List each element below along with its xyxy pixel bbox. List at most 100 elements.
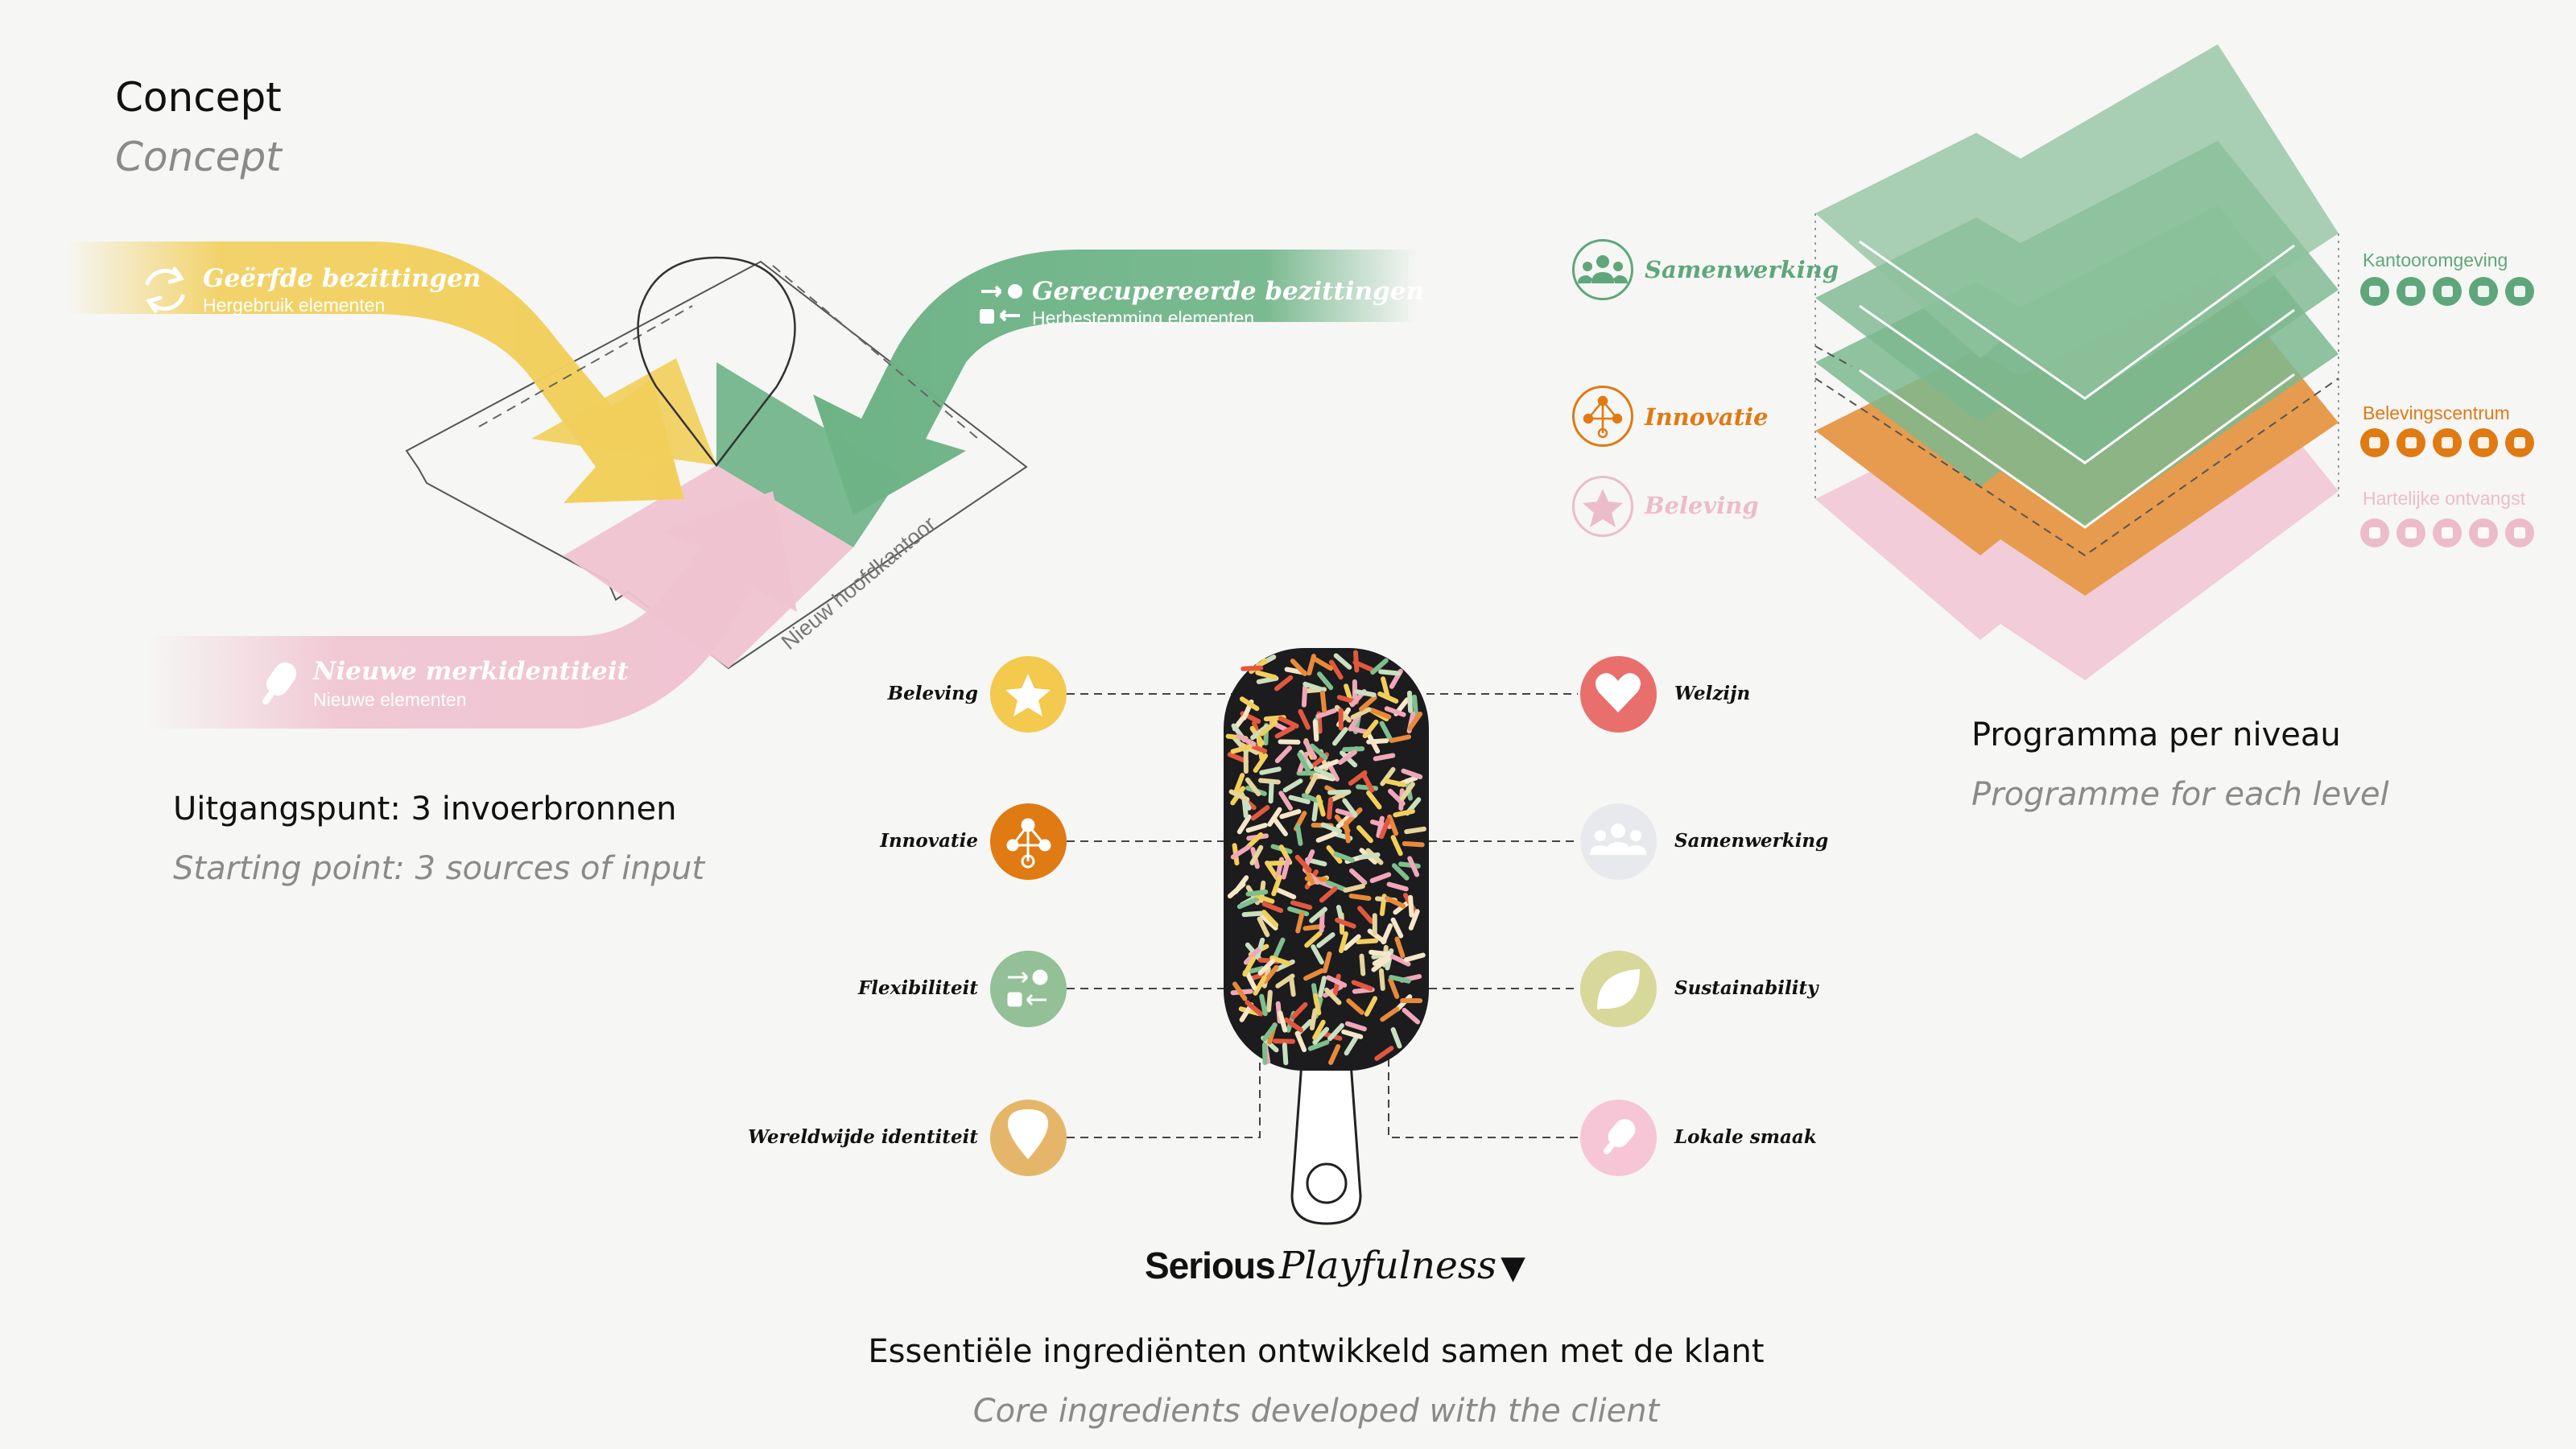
ingredient-circle-samenwerking <box>1580 803 1657 880</box>
sprinkle <box>1266 989 1273 1013</box>
recycle-icon <box>145 266 185 313</box>
sprinkle <box>1389 954 1411 967</box>
ingredients-caption: Essentiële ingrediënten ontwikkeld samen… <box>868 1333 1765 1370</box>
hands-icon <box>2433 428 2462 457</box>
sprinkle <box>1288 974 1296 997</box>
sprinkle <box>1319 690 1327 713</box>
sprinkle <box>1339 931 1348 953</box>
level-label-innovatie: Innovatie <box>1645 403 1769 431</box>
sprinkle <box>1356 938 1379 944</box>
leaf-icon <box>1596 968 1641 1010</box>
sprinkle <box>1262 964 1279 984</box>
sprinkle <box>1327 1023 1344 1042</box>
sprinkle <box>1243 947 1261 965</box>
level-right-label-ontvangst: Hartelijke ontvangst <box>2363 488 2525 509</box>
sprinkle <box>1249 844 1264 865</box>
sprinkle <box>1332 973 1341 997</box>
sprinkle <box>1261 902 1284 914</box>
sprinkle <box>1261 910 1279 928</box>
pen-icon <box>2360 277 2389 306</box>
brand-logo: Serious Playfulness ▼ <box>1145 1244 1525 1288</box>
sprinkle <box>1326 975 1348 988</box>
sprinkle <box>1315 708 1337 719</box>
sprinkle <box>1267 807 1282 827</box>
sprinkle <box>1241 665 1264 671</box>
sprinkle <box>1275 973 1295 989</box>
sprinkle <box>1274 675 1294 691</box>
sprinkle <box>1371 956 1391 972</box>
stick-hole <box>1306 1162 1348 1204</box>
sprinkle <box>1312 1026 1330 1045</box>
sprinkle <box>1349 868 1368 886</box>
sprinkle <box>1282 778 1303 793</box>
sprinkle <box>1279 809 1302 819</box>
hand-icon <box>2469 518 2498 547</box>
sprinkle <box>1384 706 1406 717</box>
level-icon-samenwerking <box>1572 239 1633 300</box>
sprinkle <box>1318 976 1327 998</box>
sprinkle <box>1369 872 1392 883</box>
ingredient-label-flexibiliteit: Flexibiliteit <box>857 977 978 999</box>
popsicle-icon <box>1603 1119 1636 1154</box>
ingredient-label-innovatie: Innovatie <box>880 830 978 852</box>
sprinkle <box>1316 795 1326 817</box>
sprinkle <box>1261 1022 1278 1042</box>
sprinkle <box>1312 719 1319 742</box>
sprinkle <box>1309 743 1328 760</box>
sprinkle <box>1245 777 1261 797</box>
level-label-beleving: Beleving <box>1645 492 1759 519</box>
sprinkle <box>1337 749 1357 766</box>
board-icon <box>2505 277 2534 306</box>
sprinkle <box>1362 719 1379 739</box>
level-label-samenwerking: Samenwerking <box>1645 256 1839 283</box>
sprinkle <box>1259 993 1268 1017</box>
sprinkle <box>1281 857 1291 880</box>
sprinkle <box>1393 808 1415 818</box>
sprinkle <box>1244 969 1257 991</box>
sprinkle <box>1344 1035 1359 1056</box>
network-icon <box>1006 818 1051 869</box>
sprinkle <box>1394 936 1406 959</box>
sprinkle <box>1333 653 1352 670</box>
sprinkle <box>1305 774 1319 795</box>
sprinkle <box>1320 822 1343 834</box>
sprinkle <box>1278 791 1293 811</box>
sprinkle <box>1290 1001 1308 1020</box>
inputs-caption-translation: Starting point: 3 sources of input <box>173 850 705 887</box>
sprinkle <box>1260 914 1278 931</box>
sprinkle <box>1297 752 1311 773</box>
sprinkle <box>1366 791 1382 810</box>
flower-icon <box>2505 428 2534 457</box>
popsicle-icon <box>262 662 297 705</box>
sprinkle <box>1379 817 1391 840</box>
sprinkle <box>1294 1030 1307 1053</box>
location-pin-icon <box>1008 1109 1048 1159</box>
sprinkle <box>1294 854 1312 873</box>
sprinkle <box>1332 727 1348 746</box>
sprinkle <box>1290 900 1313 910</box>
sprinkle <box>1379 720 1393 741</box>
sprinkle <box>1239 696 1260 712</box>
sprinkle <box>1312 1019 1326 1041</box>
sprinkle <box>1253 753 1269 773</box>
sprinkle <box>1274 745 1292 764</box>
sprinkle <box>1373 753 1396 762</box>
sprinkle <box>1350 707 1372 720</box>
sprinkle <box>1407 856 1420 877</box>
sprinkle <box>1242 956 1257 977</box>
sprinkle <box>1288 795 1311 804</box>
sprinkle <box>1313 657 1333 671</box>
sprinkle <box>1384 778 1406 787</box>
sprinkle <box>1381 923 1393 945</box>
sprinkle <box>1266 860 1289 866</box>
sprinkle <box>1278 716 1299 729</box>
inputs-caption: Uitgangspunt: 3 invoerbronnen <box>173 791 677 828</box>
sprinkle <box>1387 814 1399 836</box>
sprinkle <box>1356 825 1373 844</box>
sprinkle <box>1257 958 1276 976</box>
sprinkle <box>1307 1039 1330 1051</box>
sprinkle <box>1253 893 1275 904</box>
sprinkle <box>1275 887 1297 900</box>
ingredient-label-welzijn: Welzijn <box>1674 683 1751 704</box>
